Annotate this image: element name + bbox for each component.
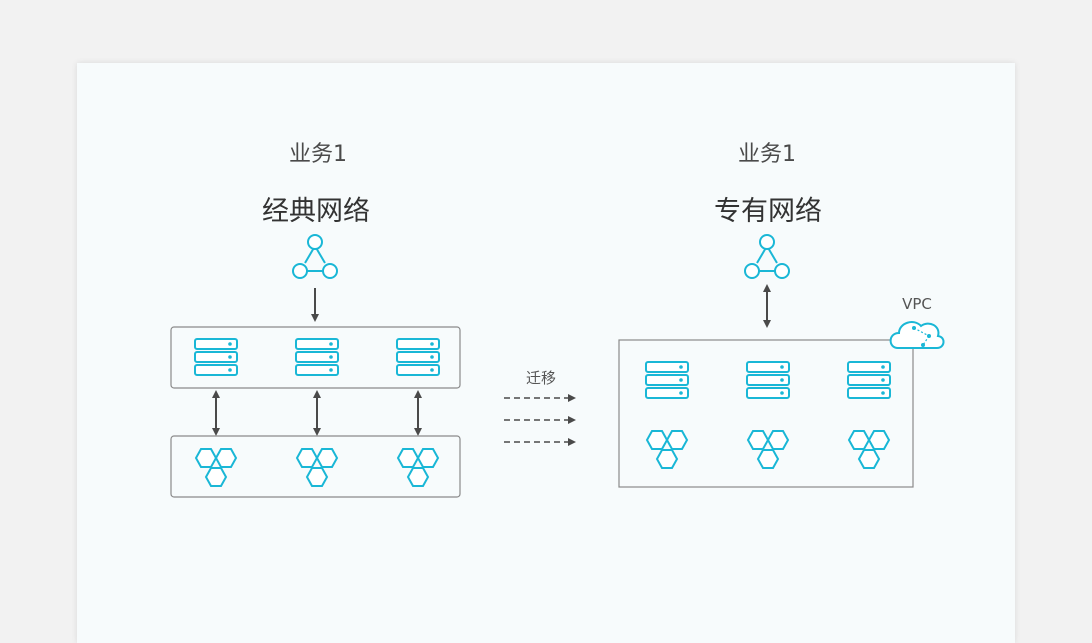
- left-server-box: [170, 326, 461, 389]
- left-hexagon-cluster-icon-2: [296, 448, 338, 487]
- cloud-icon: [889, 321, 945, 349]
- left-network-title: 经典网络: [262, 196, 370, 227]
- vpc-label: VPC: [902, 295, 932, 313]
- right-hexagon-cluster-icon-2: [747, 430, 789, 469]
- left-hexagon-cluster-icon-1: [195, 448, 237, 487]
- left-business-label: 业务1: [289, 142, 347, 167]
- right-vpc-box: [618, 339, 914, 488]
- left-server-icon-2: [295, 338, 339, 376]
- right-server-icon-1: [645, 361, 689, 399]
- right-hexagon-cluster-icon-1: [646, 430, 688, 469]
- left-hexagon-cluster-icon-3: [397, 448, 439, 487]
- migration-label: 迁移: [525, 369, 557, 387]
- left-server-icon-3: [396, 338, 440, 376]
- right-network-title: 专有网络: [714, 196, 822, 227]
- left-cluster-box: [170, 435, 461, 498]
- left-network-node-icon: [292, 234, 338, 279]
- diagram-canvas: [170, 234, 945, 498]
- right-business-label: 业务1: [738, 142, 796, 167]
- right-server-icon-2: [746, 361, 790, 399]
- left-server-icon-1: [194, 338, 238, 376]
- right-hexagon-cluster-icon-3: [848, 430, 890, 469]
- right-server-icon-3: [847, 361, 891, 399]
- right-network-node-icon: [744, 234, 790, 279]
